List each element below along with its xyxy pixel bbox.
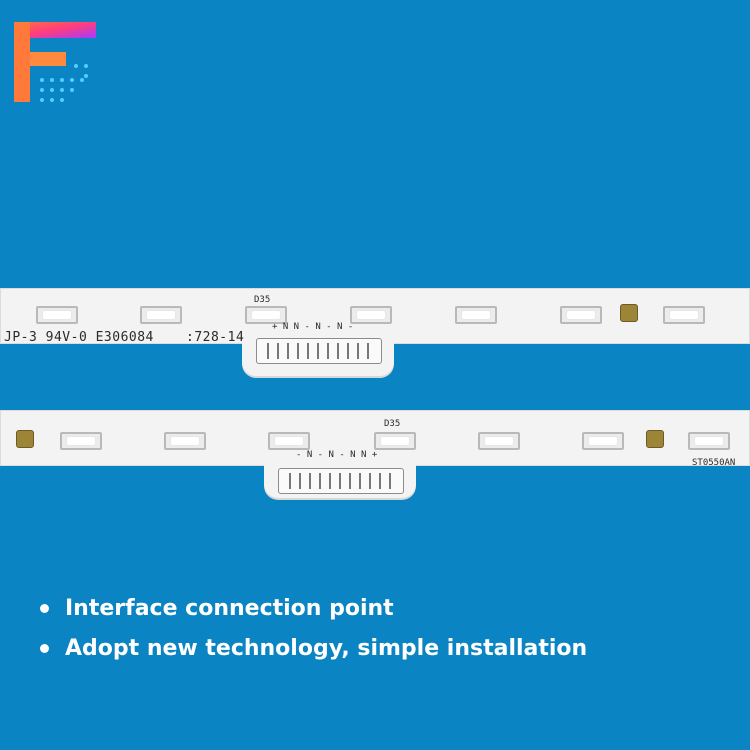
led-chip <box>140 306 182 324</box>
feature-item: Adopt new technology, simple installatio… <box>40 628 587 668</box>
pcb-marking: JP-3 94V-0 E306084 <box>4 330 154 345</box>
led-chip <box>374 432 416 450</box>
feature-label: Adopt new technology, simple installatio… <box>65 635 588 661</box>
solder-pad <box>16 430 34 448</box>
connector-socket-bottom <box>278 468 404 494</box>
pin-legend: + N N - N - N - <box>272 322 354 332</box>
part-number: ST0550AN <box>692 458 736 468</box>
bullet-icon <box>40 603 49 613</box>
brand-logo-icon <box>14 22 96 102</box>
led-chip <box>582 432 624 450</box>
solder-pad <box>620 304 638 322</box>
led-reference-label: D35 <box>384 419 401 429</box>
led-chip <box>60 432 102 450</box>
led-chip <box>36 306 78 324</box>
led-chip <box>560 306 602 324</box>
connector-socket-top <box>256 338 382 364</box>
pcb-date-code: :728-14 <box>186 330 245 345</box>
led-chip <box>245 306 287 324</box>
bullet-icon <box>40 643 49 653</box>
feature-item: Interface connection point <box>40 588 587 628</box>
pin-legend: - N - N - N N + <box>296 450 378 460</box>
feature-list: Interface connection point Adopt new tec… <box>40 588 587 668</box>
led-chip <box>268 432 310 450</box>
led-chip <box>455 306 497 324</box>
solder-pad <box>646 430 664 448</box>
led-reference-label: D35 <box>254 295 271 305</box>
led-chip <box>663 306 705 324</box>
led-chip <box>688 432 730 450</box>
led-chip <box>164 432 206 450</box>
led-chip <box>478 432 520 450</box>
led-chip <box>350 306 392 324</box>
feature-label: Interface connection point <box>65 595 394 621</box>
